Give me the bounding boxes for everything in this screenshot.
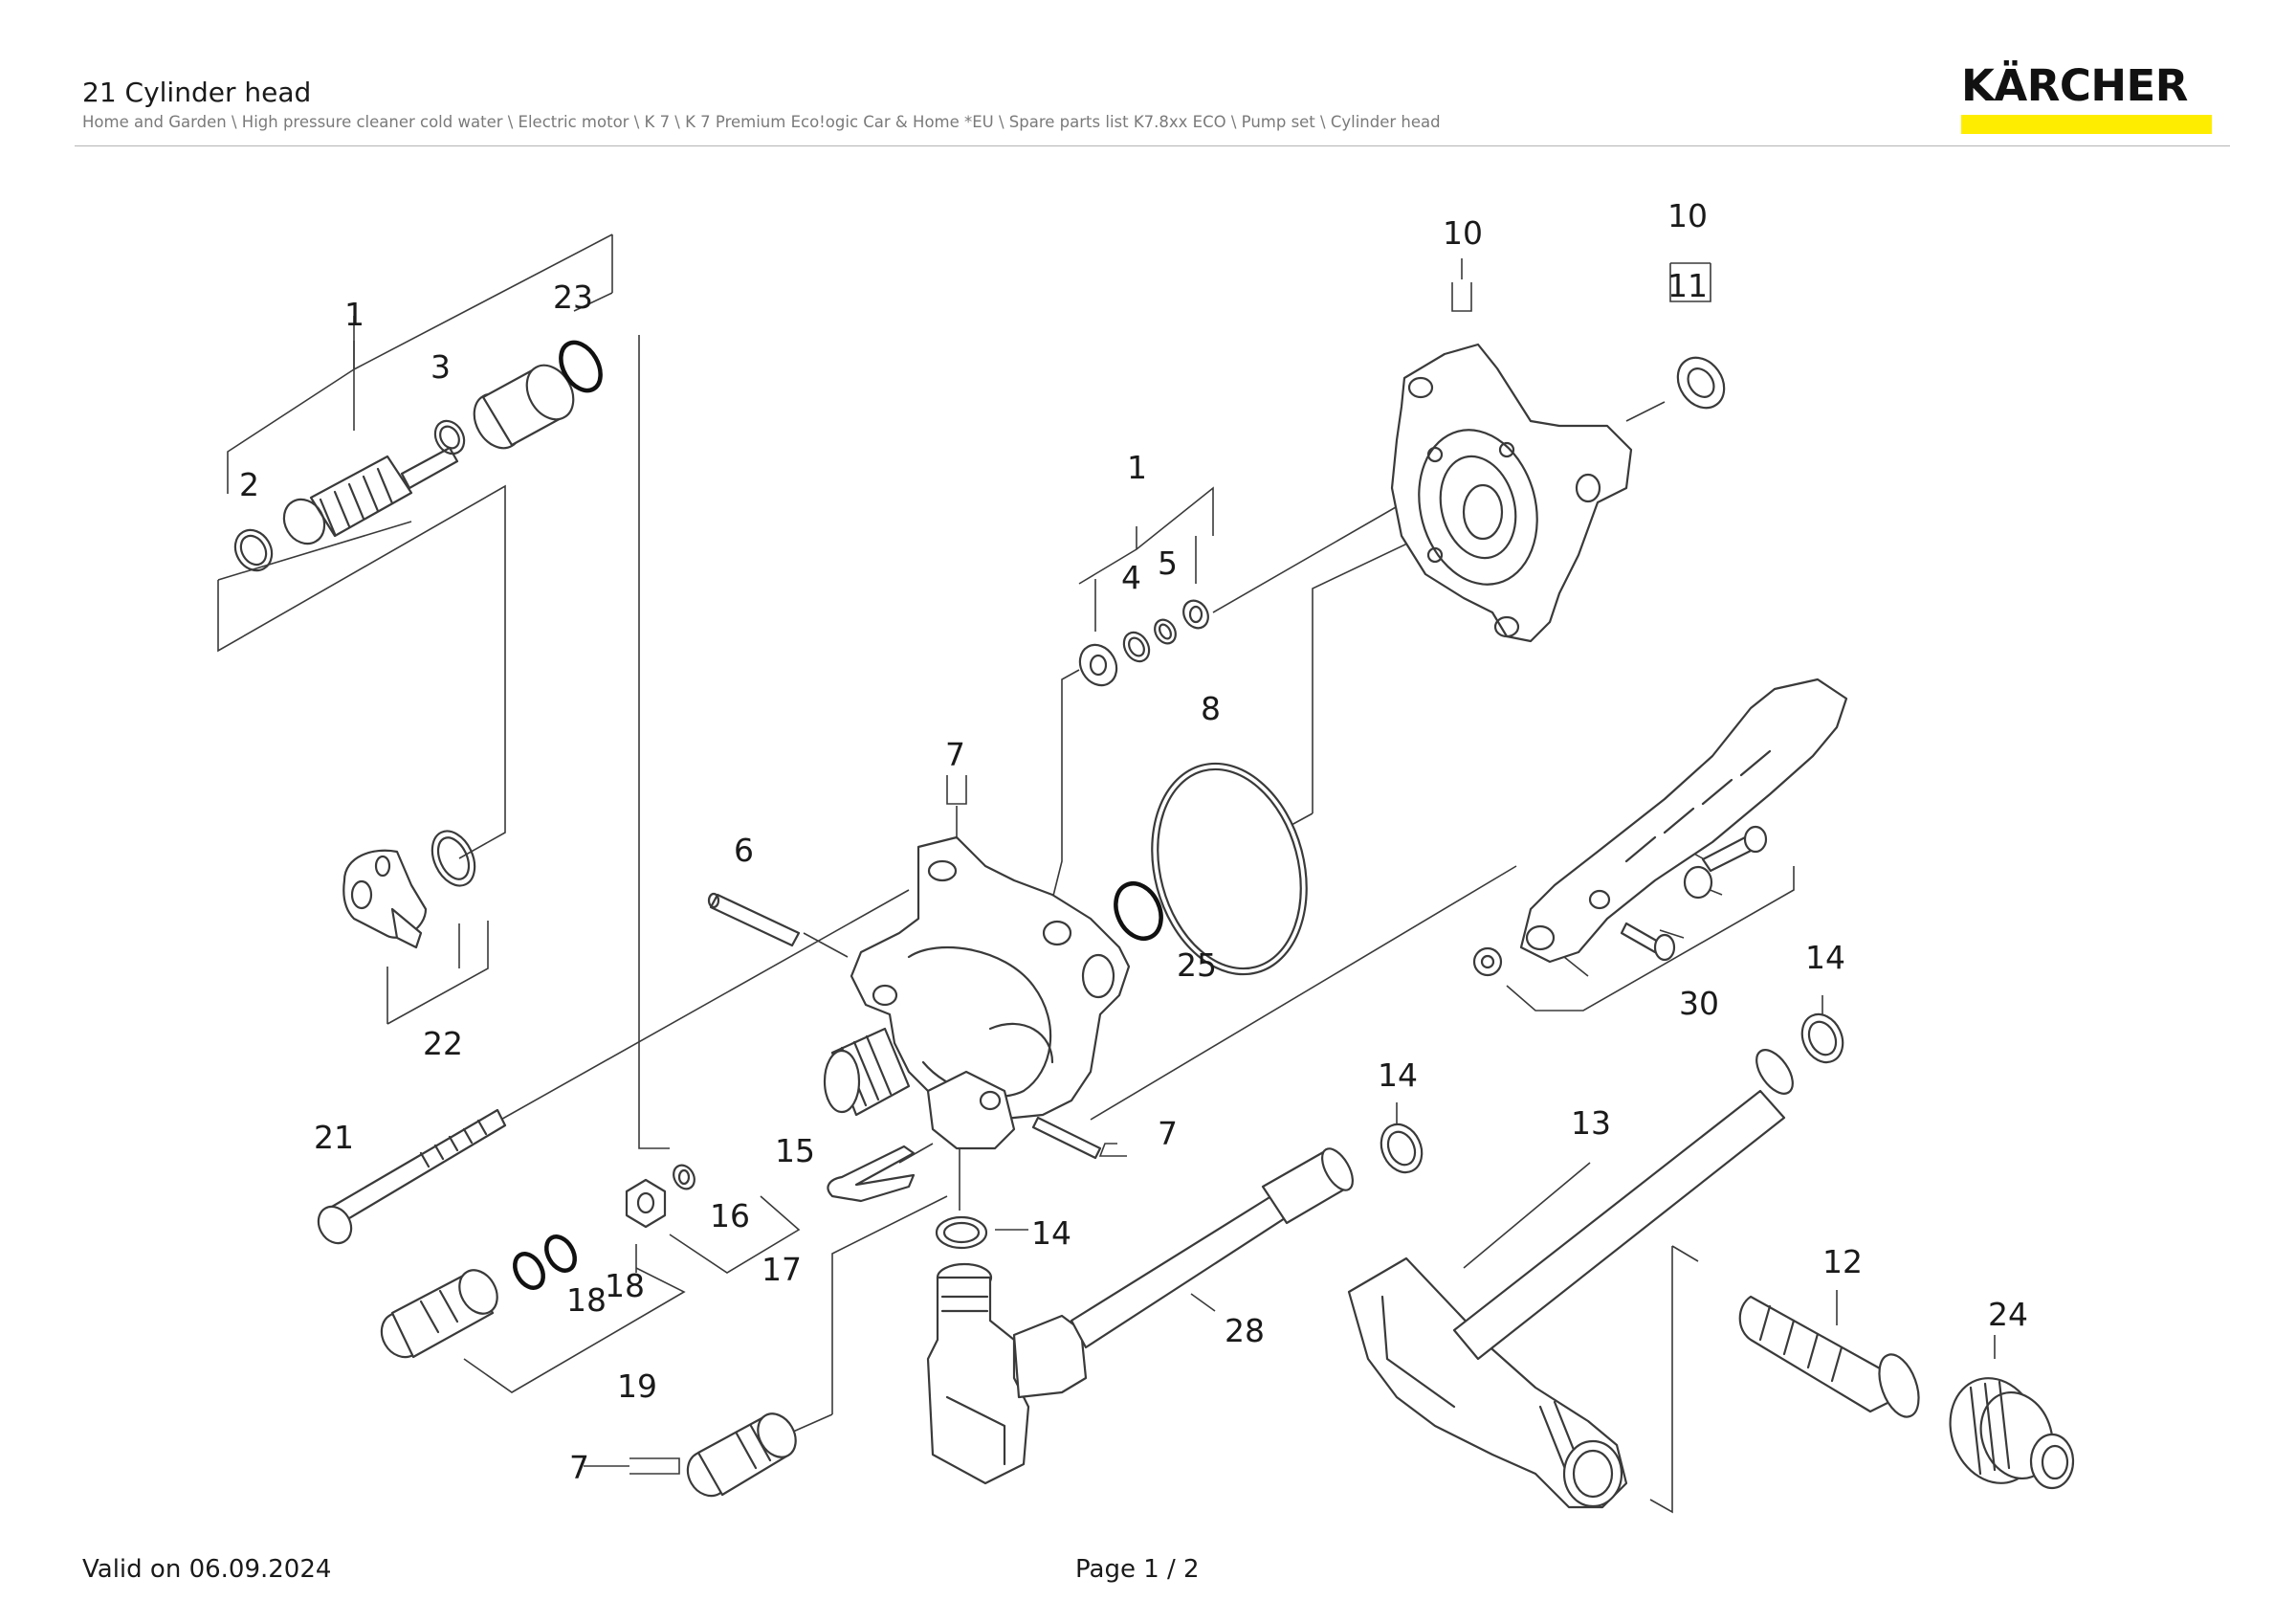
callout-24: 24 [1988,1296,2028,1333]
callout-18a: 18 [566,1281,607,1319]
callout-25: 25 [1177,946,1217,984]
leader-lines [217,233,1996,1514]
gasket-part-8 [1151,762,1308,976]
callout-3: 3 [430,348,451,386]
logo-yellow-bar [1961,115,2212,134]
callout-18b: 18 [605,1267,645,1304]
star-washer-part-30 [1472,946,1503,977]
nut-part-17 [625,1178,667,1229]
seal-part-center [1078,643,1118,687]
clip-part-15 [827,1145,916,1203]
callout-16: 16 [710,1197,750,1234]
callout-10a: 10 [1443,214,1483,252]
header-divider [75,145,2230,146]
seal-part-14c [1800,1012,1844,1064]
pump-flange-part-10 [1390,343,1633,643]
callout-numbers: 1 23 3 2 22 21 16 17 18 18 19 15 14 7 7 … [239,197,2028,1486]
callout-7c: 7 [569,1449,589,1486]
callout-4: 4 [1121,559,1141,596]
outlet-housing-part-13 [1347,1049,1794,1509]
callout-7b: 7 [1158,1115,1178,1152]
screw-part-30b [1701,825,1768,873]
o-ring-part-22 [430,830,476,887]
tube-part-28 [1070,1147,1354,1349]
pin-part-6 [707,892,801,947]
callout-12: 12 [1822,1243,1863,1280]
callout-22: 22 [423,1025,463,1062]
bolt-part-21 [317,1108,507,1245]
karcher-logo: KÄRCHER [1961,63,2215,134]
filter-part-12 [1738,1295,1920,1418]
o-ring-part-18a [513,1252,545,1290]
seal-part-14b [1380,1123,1424,1174]
valve-part-7c [686,1412,797,1498]
callout-6: 6 [734,832,754,869]
cylinder-head-housing [823,835,1131,1150]
ring-part-4 [1122,631,1151,663]
callout-8: 8 [1201,690,1221,727]
callout-1a: 1 [344,296,364,333]
o-ring-part-3 [433,419,466,456]
page-title: 21 Cylinder head [82,77,312,108]
callout-28: 28 [1225,1312,1265,1349]
callout-21: 21 [314,1119,354,1156]
callout-14c: 14 [1378,1056,1418,1094]
callout-2: 2 [239,466,259,503]
valid-on-date: Valid on 06.09.2024 [82,1555,332,1584]
bushing-part-30 [1683,865,1713,900]
callout-5: 5 [1158,545,1178,582]
pin-part-7b [1031,1116,1102,1160]
callout-14b: 14 [1805,939,1845,976]
hose-connector-part-24 [1949,1377,2075,1490]
callout-11: 11 [1667,267,1708,304]
ring-part-5 [1154,618,1177,645]
parts-artwork [233,340,2075,1509]
callout-30: 30 [1679,985,1719,1022]
callout-14a: 14 [1031,1214,1071,1252]
seal-part-14a [935,1215,988,1250]
callout-13: 13 [1571,1104,1611,1142]
callout-23: 23 [553,278,593,316]
ring-part-2 [233,528,274,572]
valve-spring-part-1 [282,446,459,545]
bracket-arm-part-30 [1519,678,1848,964]
callout-10b: 10 [1667,197,1708,234]
o-ring-part-23 [559,340,603,393]
callout-19: 19 [617,1367,657,1405]
screw-part-30a [1620,922,1676,962]
logo-wordmark: KÄRCHER [1961,60,2188,111]
ring-part-1b [1182,599,1209,630]
callout-17: 17 [762,1251,802,1288]
washer-part-16 [673,1164,695,1190]
o-ring-part-18b [544,1234,577,1273]
callout-15: 15 [775,1132,815,1169]
callout-1b: 1 [1127,449,1147,486]
valve-body-part-22 [342,849,428,949]
callout-7a: 7 [945,736,965,773]
page-number: Page 1 / 2 [1075,1555,1200,1584]
breadcrumb: Home and Garden \ High pressure cleaner … [82,113,1441,131]
o-ring-part-25 [1114,881,1163,941]
valve-part-19 [380,1269,498,1359]
seal-part-11 [1676,356,1726,410]
elbow-fitting [926,1262,1088,1485]
